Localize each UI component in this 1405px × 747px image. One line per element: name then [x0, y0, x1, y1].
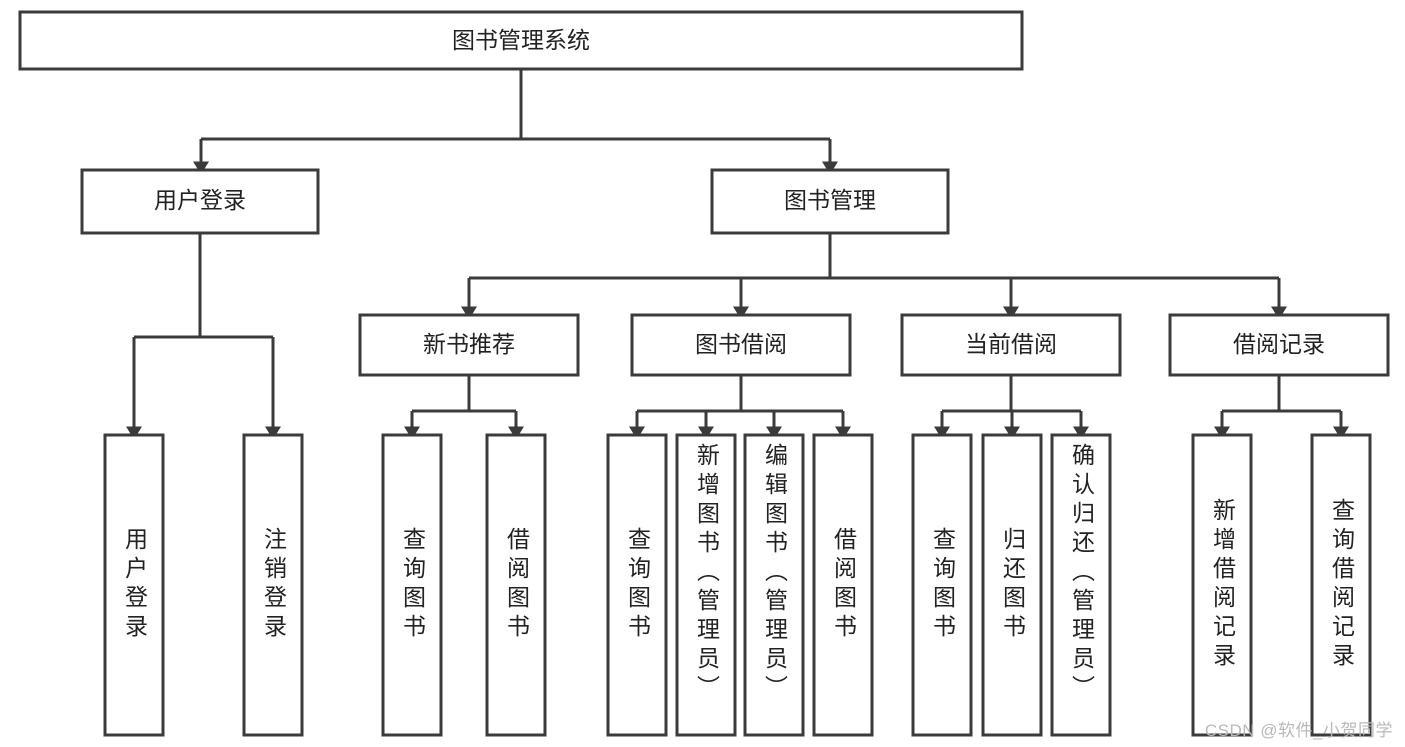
leaf-box-confirm-return[interactable]	[1050, 433, 1112, 737]
leaf-box-edit-book[interactable]	[743, 433, 805, 737]
connector-group-new-book-rec-to-leaves	[404, 375, 524, 440]
node-root-box	[18, 10, 1024, 71]
connector-group-book-manage-to-level3	[461, 233, 1287, 320]
leaf-box-user-logout[interactable]	[242, 433, 304, 737]
leaf-box-borrow-book-1[interactable]	[485, 433, 547, 737]
node-current-borrow[interactable]: 当前借阅	[900, 313, 1122, 377]
node-book-borrow-label: 图书借阅	[695, 331, 787, 357]
leaf-box-user-login[interactable]	[103, 433, 165, 737]
leaf-box-borrow-book-2[interactable]	[812, 433, 874, 737]
connector-group-current-borrow-to-leaves	[934, 375, 1089, 440]
node-book-manage-box	[710, 168, 950, 235]
node-user-login[interactable]: 用户登录	[80, 168, 320, 235]
node-current-borrow-label: 当前借阅	[965, 331, 1057, 357]
node-new-book-rec-box	[358, 313, 580, 377]
node-book-manage[interactable]: 图书管理	[710, 168, 950, 235]
leaf-box-add-book[interactable]	[675, 433, 737, 737]
node-root[interactable]: 图书管理系统	[18, 10, 1024, 71]
node-book-manage-label: 图书管理	[784, 187, 876, 213]
node-borrow-record-label: 借阅记录	[1233, 331, 1325, 357]
connector-group-borrow-record-to-leaves	[1214, 375, 1349, 440]
node-book-borrow[interactable]: 图书借阅	[630, 313, 852, 377]
node-borrow-record-box	[1168, 313, 1390, 377]
node-user-login-box	[80, 168, 320, 235]
leaf-boxes	[103, 433, 1372, 737]
node-borrow-record[interactable]: 借阅记录	[1168, 313, 1390, 377]
node-root-label: 图书管理系统	[452, 27, 590, 53]
leaf-box-query-book-2[interactable]	[606, 433, 668, 737]
leaf-box-query-book-1[interactable]	[381, 433, 443, 737]
leaf-box-query-book-3[interactable]	[911, 433, 973, 737]
leaf-box-query-record[interactable]	[1310, 433, 1372, 737]
node-new-book-rec-label: 新书推荐	[423, 331, 515, 357]
node-new-book-rec[interactable]: 新书推荐	[358, 313, 580, 377]
node-book-borrow-box	[630, 313, 852, 377]
leaf-box-return-book[interactable]	[981, 433, 1043, 737]
connector-group-user-login-to-leaves	[126, 233, 281, 440]
node-user-login-label: 用户登录	[154, 187, 246, 213]
leaf-box-add-record[interactable]	[1191, 433, 1253, 737]
node-current-borrow-box	[900, 313, 1122, 377]
watermark-text: CSDN @软件_小贺同学	[1204, 721, 1393, 740]
connector-group-root-to-level2	[193, 69, 838, 175]
connector-group-book-borrow-to-leaves	[629, 375, 851, 440]
